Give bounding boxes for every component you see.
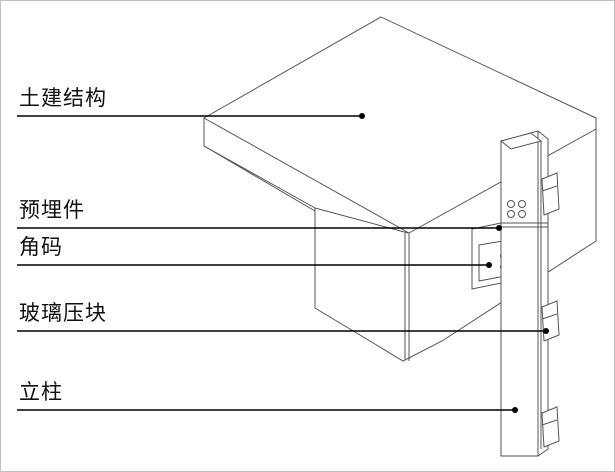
label-column: 立柱 [19,380,63,404]
label-structure: 土建结构 [19,86,107,110]
leader-lines [17,113,549,413]
leader-embedded-part-dot [496,225,502,231]
leader-structure-dot [359,113,365,119]
label-embedded-part: 预埋件 [19,198,85,222]
label-glass-clamp: 玻璃压块 [19,301,107,325]
mullion [499,130,549,457]
leader-column-dot [512,407,518,413]
leader-corner-code-dot [486,262,492,268]
leader-glass-clamp-dot [543,328,549,334]
label-corner-code: 角码 [19,235,63,259]
